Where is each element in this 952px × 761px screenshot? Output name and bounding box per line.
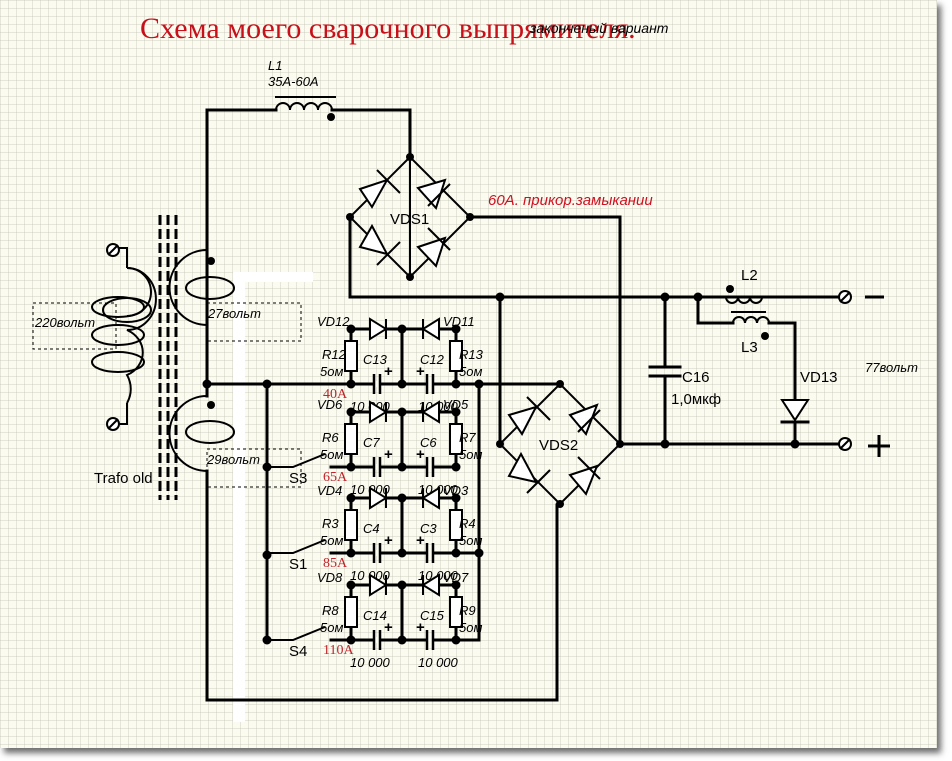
secondary1-voltage: 27вольт bbox=[207, 306, 261, 321]
resistor-right-label: R7 bbox=[459, 430, 476, 445]
resistor-left-value: 5ом bbox=[320, 364, 343, 379]
diode-left bbox=[369, 400, 388, 424]
resistor-left-label: R6 bbox=[322, 430, 339, 445]
diode-left-label: VD8 bbox=[317, 570, 343, 585]
resistor-left bbox=[344, 509, 358, 541]
svg-text:+: + bbox=[384, 363, 393, 380]
resistor-right-value: 5ом bbox=[459, 533, 482, 548]
resistor-left bbox=[344, 423, 358, 455]
cap-right-value: 10 000 bbox=[418, 655, 459, 670]
diode-right bbox=[421, 317, 440, 341]
resistor-right bbox=[449, 340, 463, 372]
short-circuit-note: 60А. прикор.замыкании bbox=[488, 192, 653, 209]
diode-right-label: VD3 bbox=[443, 483, 469, 498]
schematic-canvas: Схема моего сварочного выпрямителя. зако… bbox=[32, 12, 918, 722]
choke-l1: L1 35А-60А bbox=[205, 58, 412, 382]
resistor-left-value: 5ом bbox=[320, 447, 343, 462]
switch-label: S1 bbox=[289, 556, 307, 573]
resistor-right-label: R13 bbox=[459, 347, 484, 362]
switch-s4[interactable] bbox=[267, 626, 326, 641]
erased-strip-top bbox=[233, 272, 313, 282]
resistor-left-label: R3 bbox=[322, 516, 339, 531]
schematic-sheet: Схема моего сварочного выпрямителя. зако… bbox=[0, 0, 937, 748]
resistor-right bbox=[449, 423, 463, 455]
diode-right-label: VD11 bbox=[443, 314, 475, 329]
transformer: 220вольт 27вольт 29вольт Trafo old bbox=[32, 215, 559, 702]
diode-left-label: VD6 bbox=[317, 397, 343, 412]
c16-label: C16 bbox=[682, 369, 710, 386]
diode-right-label: VD5 bbox=[443, 397, 469, 412]
l1-rating: 35А-60А bbox=[268, 74, 319, 89]
cap-left-value: 10 000 bbox=[350, 655, 391, 670]
bridge-vds1: VDS1 60А. прикор.замыкании bbox=[346, 153, 842, 444]
cap-right-label: C12 bbox=[420, 352, 445, 367]
resistor-left-value: 5ом bbox=[320, 533, 343, 548]
switch-s1[interactable] bbox=[267, 539, 326, 554]
diagram-title: Схема моего сварочного выпрямителя. bbox=[140, 12, 636, 45]
diode-left-label: VD12 bbox=[317, 314, 350, 329]
resistor-right bbox=[449, 509, 463, 541]
diode-left bbox=[369, 573, 388, 597]
cap-left-label: C14 bbox=[363, 608, 387, 623]
svg-text:+: + bbox=[416, 532, 425, 549]
diode-left bbox=[369, 486, 388, 510]
switch-s3[interactable] bbox=[267, 453, 326, 468]
diode-right bbox=[421, 400, 440, 424]
resistor-right-label: R9 bbox=[459, 603, 476, 618]
diagram-subtitle: законченый вариант bbox=[529, 20, 669, 36]
resistor-right bbox=[449, 596, 463, 628]
svg-text:+: + bbox=[416, 363, 425, 380]
stage-current: 65А bbox=[323, 470, 348, 485]
output-voltage: 77вольт bbox=[865, 360, 918, 375]
output-filter: C16 1,0мкф L2 L3 VD13 77вольт bbox=[618, 267, 918, 457]
svg-text:+: + bbox=[384, 446, 393, 463]
resistor-left bbox=[344, 596, 358, 628]
transformer-name: Trafo old bbox=[94, 470, 153, 487]
stage-current: 110А bbox=[323, 643, 354, 658]
resistor-left-value: 5ом bbox=[320, 620, 343, 635]
diode-right-label: VD7 bbox=[443, 570, 469, 585]
l2-label: L2 bbox=[741, 267, 758, 284]
stage-current: 85А bbox=[323, 556, 348, 571]
svg-text:+: + bbox=[416, 619, 425, 636]
cap-left-label: C13 bbox=[363, 352, 388, 367]
diode-right bbox=[421, 486, 440, 510]
cap-left-label: C7 bbox=[363, 435, 380, 450]
svg-text:+: + bbox=[384, 619, 393, 636]
svg-text:+: + bbox=[384, 532, 393, 549]
cap-right-label: C3 bbox=[420, 521, 437, 536]
resistor-left bbox=[344, 340, 358, 372]
vds2-label: VDS2 bbox=[539, 437, 578, 454]
diode-left bbox=[369, 317, 388, 341]
resistor-left-label: R8 bbox=[322, 603, 339, 618]
resistor-right-label: R4 bbox=[459, 516, 476, 531]
resistor-right-value: 5ом bbox=[459, 447, 482, 462]
vds1-label: VDS1 bbox=[390, 211, 429, 228]
erased-strip bbox=[233, 272, 245, 722]
svg-text:+: + bbox=[416, 446, 425, 463]
l3-label: L3 bbox=[741, 339, 758, 356]
c16-value: 1,0мкф bbox=[671, 391, 721, 408]
vd13-label: VD13 bbox=[800, 369, 838, 386]
diode-left-label: VD4 bbox=[317, 483, 342, 498]
cap-right-label: C15 bbox=[420, 608, 445, 623]
switch-label: S4 bbox=[289, 643, 307, 660]
bridge-vds2: VDS2 bbox=[496, 380, 624, 508]
cap-right-label: C6 bbox=[420, 435, 437, 450]
diode-right bbox=[421, 573, 440, 597]
l1-label: L1 bbox=[268, 58, 282, 73]
resistor-right-value: 5ом bbox=[459, 620, 482, 635]
resistor-right-value: 5ом bbox=[459, 364, 482, 379]
switch-label: S3 bbox=[289, 470, 307, 487]
stage-current: 40А bbox=[323, 387, 348, 402]
primary-voltage: 220вольт bbox=[34, 315, 95, 330]
resistor-left-label: R12 bbox=[322, 347, 347, 362]
secondary2-voltage: 29вольт bbox=[206, 452, 260, 467]
cap-left-label: C4 bbox=[363, 521, 380, 536]
